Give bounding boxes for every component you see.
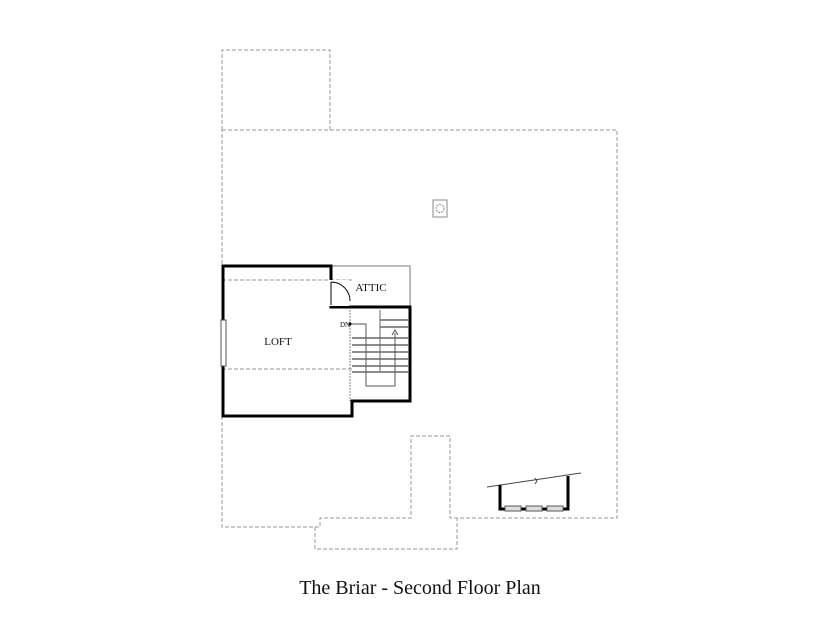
- stair-down-label: DN: [340, 321, 350, 329]
- attic-room: ATTIC: [331, 265, 411, 307]
- loft-window: [220, 319, 227, 367]
- roof-outline: [221, 49, 618, 550]
- staircase: DN: [340, 310, 409, 401]
- plan-title: The Briar - Second Floor Plan: [299, 577, 541, 599]
- loft-label: LOFT: [264, 336, 292, 348]
- attic-door: [329, 280, 351, 306]
- loft-room: LOFT: [221, 264, 412, 418]
- bay-window: [486, 472, 582, 512]
- attic-label: ATTIC: [355, 282, 386, 294]
- roof-vent-icon: [432, 199, 448, 218]
